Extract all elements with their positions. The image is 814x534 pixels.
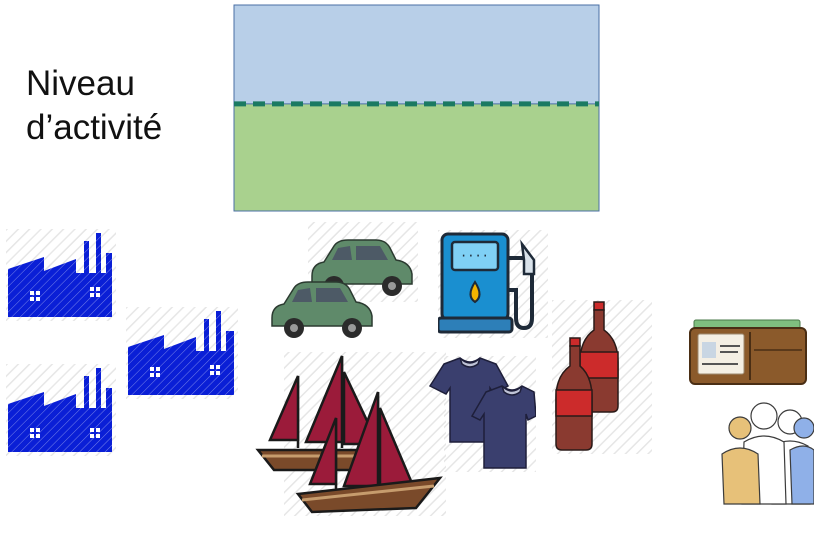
factory-icon bbox=[6, 364, 116, 456]
label-line-1: Niveau bbox=[26, 62, 162, 106]
sailboat-icon bbox=[254, 352, 446, 516]
activity-level-label: Niveau d’activité bbox=[26, 62, 162, 150]
bottle-icon bbox=[552, 300, 652, 454]
people-icon bbox=[720, 400, 814, 508]
fuel-pump-icon: ···· bbox=[438, 230, 548, 338]
factory-icon bbox=[126, 307, 238, 399]
label-line-2: d’activité bbox=[26, 106, 162, 150]
factory-icon bbox=[6, 229, 116, 321]
activity-level-fill bbox=[234, 104, 599, 211]
shirt-icon bbox=[424, 356, 536, 472]
activity-level-gauge bbox=[232, 4, 602, 214]
car-icon bbox=[268, 222, 418, 347]
svg-text:····: ···· bbox=[460, 249, 489, 263]
wallet-icon bbox=[688, 318, 808, 386]
